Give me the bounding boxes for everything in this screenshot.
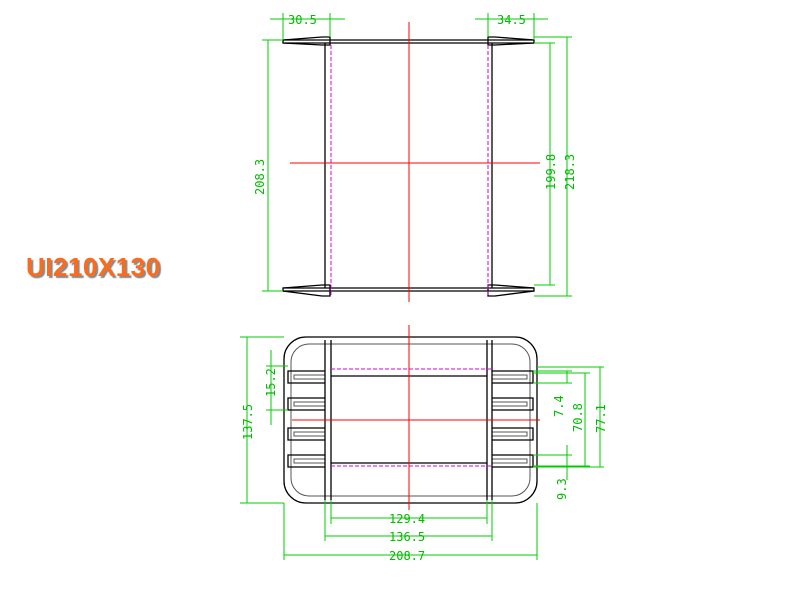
dim-overall-width: 208.7 xyxy=(389,549,425,563)
dim-slot-bottom: 9.3 xyxy=(555,478,569,500)
top-view-dimensions: 30.5 34.5 208.3 199.8 218.3 xyxy=(253,13,577,297)
dim-slot-2: 7.4 xyxy=(552,395,566,417)
dim-outer-height: 218.3 xyxy=(563,154,577,190)
top-flange-right xyxy=(487,36,535,46)
model-label: UI210X130 xyxy=(26,252,161,282)
dim-window-height: 70.8 xyxy=(571,403,585,432)
dim-inner-height: 199.8 xyxy=(544,154,558,190)
dim-mid-width: 136.5 xyxy=(389,530,425,544)
front-view xyxy=(283,325,540,510)
dim-inner-width: 129.4 xyxy=(389,512,425,526)
left-slot-comb xyxy=(287,370,325,468)
dim-window-outer: 77.1 xyxy=(594,404,608,433)
dim-left-height: 208.3 xyxy=(253,159,267,195)
top-view xyxy=(282,22,540,302)
dim-top-left-flange: 30.5 xyxy=(288,13,317,27)
front-view-dimensions: 137.5 15.2 7.4 70.8 77.1 9.3 129.4 136.5 xyxy=(240,336,608,563)
dim-slot-1: 15.2 xyxy=(264,368,278,397)
right-slot-comb xyxy=(492,370,534,468)
top-flange-left xyxy=(282,36,331,46)
dim-top-right-flange: 34.5 xyxy=(497,13,526,27)
dim-overall-depth: 137.5 xyxy=(241,404,255,440)
